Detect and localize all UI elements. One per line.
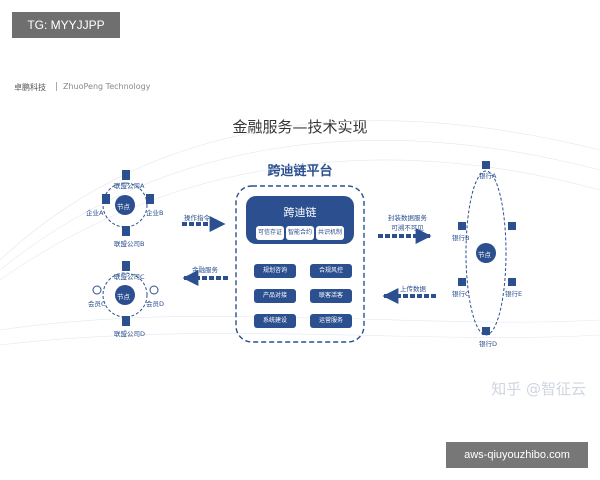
bank-label: 银行B: [452, 234, 470, 242]
member-label: 企业A: [86, 209, 104, 217]
building-icon: [102, 194, 110, 204]
feature-pill: 可信存证: [256, 226, 284, 240]
service-pill: 规划咨询: [254, 264, 296, 278]
member-label: 联盟公司B: [114, 240, 145, 248]
bank-label: 银行A: [479, 172, 497, 180]
bank-icon: [508, 278, 516, 286]
node-label: 节点: [117, 203, 130, 211]
core-label: 跨迪链: [283, 206, 317, 219]
person-icon: [92, 285, 102, 295]
service-pill: 联客活客: [310, 289, 352, 303]
service-pill: 合规风控: [310, 264, 352, 278]
arrow-label: 上传数据: [400, 285, 426, 293]
member-label: 企业B: [146, 209, 164, 217]
building-icon: [122, 226, 130, 236]
platform-title: 跨迪链平台: [267, 164, 333, 179]
member-label: 会员C: [88, 300, 106, 308]
bank-icon: [508, 222, 516, 230]
watermark-tag: TG: MYYJJPP: [12, 12, 120, 38]
feature-pill: 智能合约: [286, 226, 314, 240]
member-label: 联盟公司D: [114, 330, 146, 338]
node-label: 节点: [117, 293, 130, 301]
left-top-ring: [102, 182, 148, 228]
bank-label: 银行E: [505, 290, 523, 298]
bank-icon: [482, 327, 490, 335]
bank-icon: [458, 278, 466, 286]
background-waves: [0, 120, 600, 346]
left-bottom-node-circle: [115, 285, 135, 305]
bank-label: 银行D: [479, 340, 498, 348]
service-pill: 系统建设: [254, 314, 296, 328]
company-name-en: ZhuoPeng Technology: [56, 82, 150, 91]
left-bottom-ring: [102, 272, 148, 318]
arrow-label: 操作指令: [184, 214, 210, 222]
building-icon: [122, 170, 130, 180]
arrow-label: 封装数据服务 可溯不可见: [388, 214, 427, 232]
member-label: 会员D: [146, 300, 165, 308]
bank-label: 银行C: [452, 290, 470, 298]
member-label: 联盟公司C: [114, 273, 145, 281]
diagram-title: 金融服务—技术实现: [232, 118, 368, 136]
icons: [92, 161, 516, 335]
right-node-circle: [476, 243, 496, 263]
building-icon: [122, 316, 130, 326]
platform-frame: [235, 185, 365, 343]
watermark-zhihu: 知乎 @智征云: [491, 380, 586, 398]
service-pill: 运营服务: [310, 314, 352, 328]
node-label: 节点: [478, 251, 491, 259]
member-label: 联盟公司A: [114, 182, 145, 190]
bank-icon: [482, 161, 490, 169]
building-icon: [122, 261, 130, 271]
company-name-cn: 卓鹏科技: [14, 83, 46, 92]
bank-icon: [458, 222, 466, 230]
person-icon: [149, 285, 159, 295]
left-top-node-circle: [115, 195, 135, 215]
arrow-label: 金融服务: [192, 266, 218, 274]
watermark-site: aws-qiuyouzhibo.com: [446, 442, 588, 468]
feature-pill: 共识机制: [316, 226, 344, 240]
building-icon: [146, 194, 154, 204]
service-pill: 产品对接: [254, 289, 296, 303]
